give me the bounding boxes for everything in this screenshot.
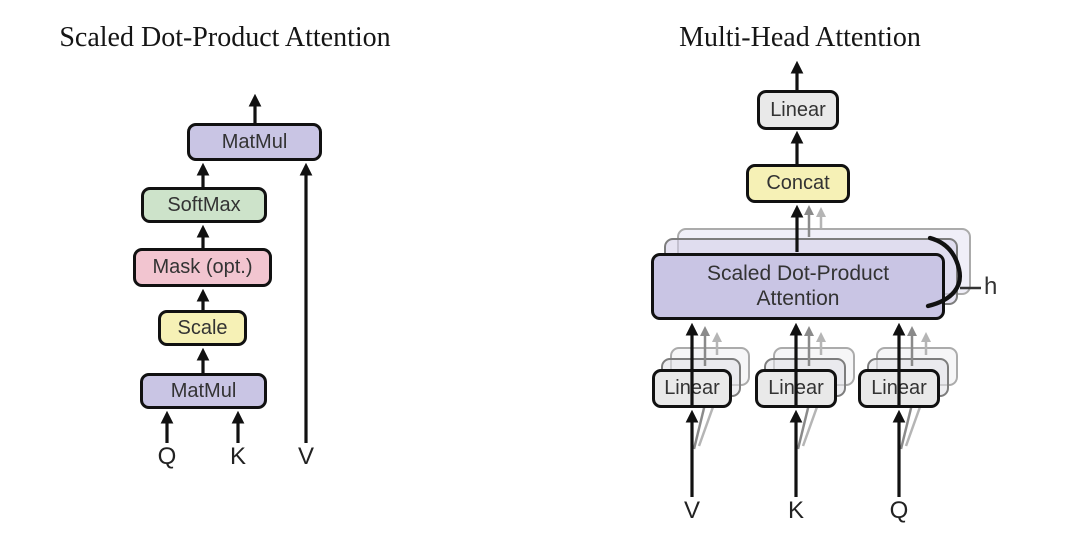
linear-v-box: Linear [652, 369, 732, 408]
right-diagram-title: Multi-Head Attention [679, 22, 921, 53]
heads-count-label: h [984, 273, 998, 300]
linear-k-label: Linear [768, 377, 824, 399]
softmax-box: SoftMax [141, 187, 267, 223]
linear-v-label: Linear [664, 377, 720, 399]
scaled-dot-product-attention-label: Scaled Dot-Product Attention [707, 262, 889, 310]
matmul-top-box: MatMul [187, 123, 322, 161]
right-input-v-label: V [683, 497, 700, 524]
left-input-v-label: V [297, 443, 314, 470]
linear-q-label: Linear [871, 377, 927, 399]
matmul-bottom-box: MatMul [140, 373, 267, 409]
linear-output-label: Linear [770, 98, 826, 121]
scaled-dot-product-attention-box: Scaled Dot-Product Attention [651, 253, 945, 320]
left-input-q-label: Q [157, 443, 177, 470]
scale-label: Scale [177, 316, 228, 339]
left-diagram-title: Scaled Dot-Product Attention [59, 22, 391, 53]
softmax-label: SoftMax [167, 193, 241, 216]
matmul-top-label: MatMul [221, 130, 288, 153]
attention-label-line2: Attention [756, 286, 840, 310]
concat-label: Concat [766, 172, 830, 194]
matmul-bottom-label: MatMul [170, 379, 237, 402]
linear-q-box: Linear [858, 369, 940, 408]
right-input-q-label: Q [889, 497, 909, 524]
concat-box: Concat [746, 164, 850, 203]
right-input-k-label: K [787, 497, 804, 524]
linear-k-box: Linear [755, 369, 837, 408]
mask-box: Mask (opt.) [133, 248, 272, 287]
attention-label-line1: Scaled Dot-Product [706, 262, 890, 286]
mask-label: Mask (opt.) [152, 256, 253, 278]
scale-box: Scale [158, 310, 247, 346]
left-input-k-label: K [229, 443, 246, 470]
linear-output-box: Linear [757, 90, 839, 130]
